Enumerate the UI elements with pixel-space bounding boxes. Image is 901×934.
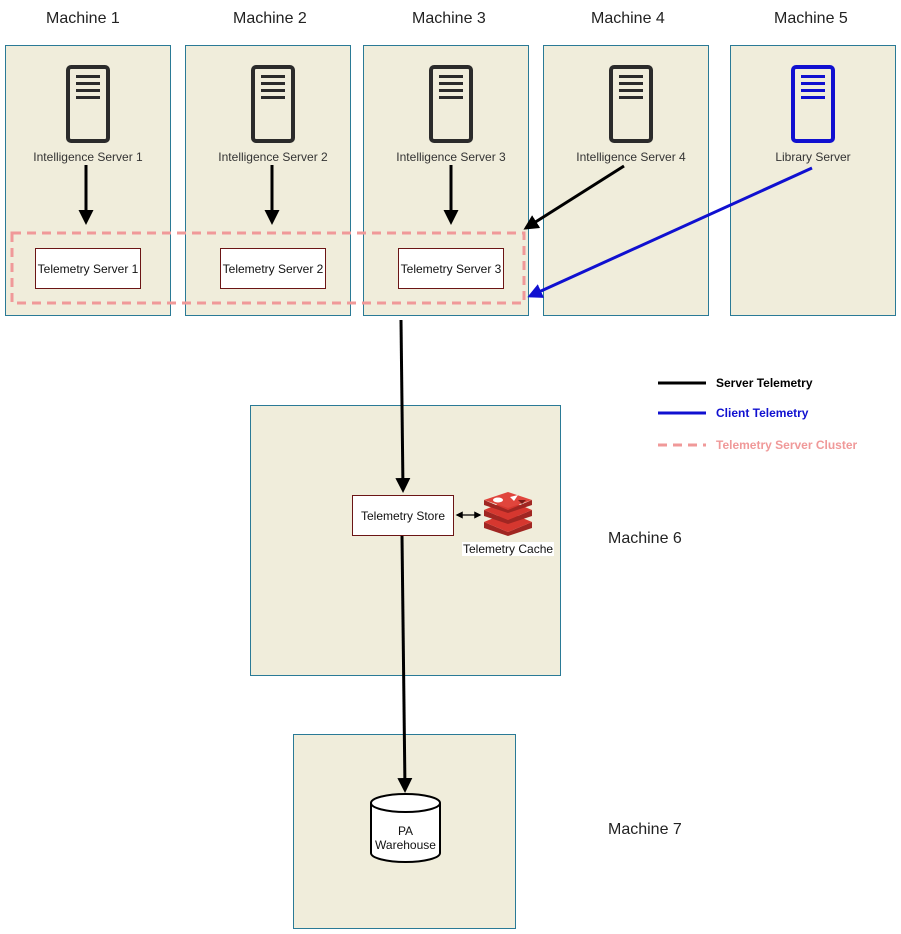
telemetry-cluster-outline — [10, 231, 526, 305]
legend-cluster-label: Telemetry Server Cluster — [716, 438, 858, 452]
machine-7-title: Machine 7 — [608, 821, 682, 838]
telemetry-cache-label: Telemetry Cache — [462, 542, 555, 556]
telemetry-server-1-label: Telemetry Server 1 — [37, 261, 139, 276]
legend-client-label: Client Telemetry — [716, 406, 809, 420]
telemetry-store-label: Telemetry Store — [360, 508, 446, 523]
telemetry-server-3-box: Telemetry Server 3 — [398, 248, 504, 289]
machine-5-title: Machine 5 — [774, 10, 848, 27]
warehouse-line-2: Warehouse — [375, 838, 436, 852]
machine-6-title: Machine 6 — [608, 530, 682, 547]
arrow-store-to-warehouse — [397, 535, 413, 793]
telemetry-server-2-label: Telemetry Server 2 — [222, 261, 324, 276]
arrow-library-to-cluster — [527, 166, 813, 298]
telemetry-store-box: Telemetry Store — [352, 495, 454, 536]
intelligence-server-4-label: Intelligence Server 4 — [576, 150, 686, 164]
machine-2-title: Machine 2 — [233, 10, 307, 27]
machine-3-title: Machine 3 — [412, 10, 486, 27]
machine-1-title: Machine 1 — [46, 10, 120, 27]
server-icon — [609, 65, 653, 143]
machine-4-box — [543, 45, 709, 316]
intelligence-server-3-label: Intelligence Server 3 — [396, 150, 506, 164]
intelligence-server-2-label: Intelligence Server 2 — [218, 150, 328, 164]
machine-4-title: Machine 4 — [591, 10, 665, 27]
server-icon — [429, 65, 473, 143]
library-server-icon — [791, 65, 835, 143]
pa-warehouse-label: PA Warehouse — [369, 824, 442, 852]
arrow-cluster-to-store — [395, 319, 411, 493]
redis-icon — [484, 492, 532, 536]
server-icon — [66, 65, 110, 143]
machine-6-box — [250, 405, 561, 676]
warehouse-line-1: PA — [397, 824, 414, 838]
arrow-is4-to-cluster — [523, 164, 625, 230]
database-cylinder-icon — [370, 793, 441, 863]
telemetry-server-3-label: Telemetry Server 3 — [400, 261, 502, 276]
telemetry-server-2-box: Telemetry Server 2 — [220, 248, 326, 289]
library-server-label: Library Server — [775, 150, 851, 164]
intelligence-server-1-label: Intelligence Server 1 — [33, 150, 143, 164]
server-icon — [251, 65, 295, 143]
legend-server-label: Server Telemetry — [716, 376, 813, 390]
telemetry-server-1-box: Telemetry Server 1 — [35, 248, 141, 289]
